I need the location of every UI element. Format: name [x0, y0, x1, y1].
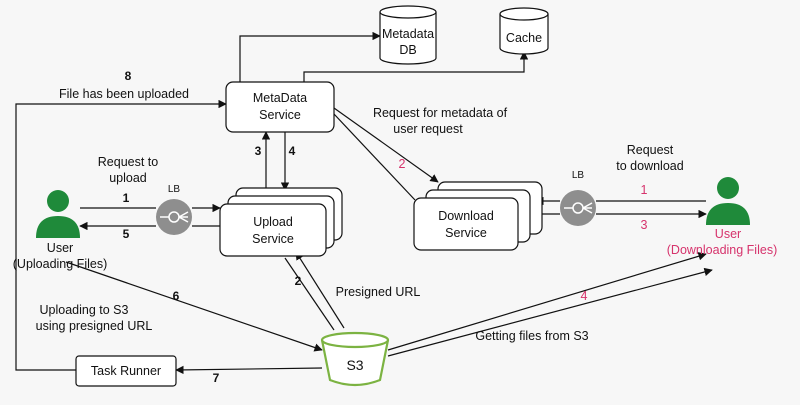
database-icon [499, 7, 549, 55]
download-service-label-line1: Download [438, 209, 494, 223]
edge-step-6 [65, 261, 323, 352]
upload-service-label-line2: Service [252, 232, 294, 246]
cache-node: Cache [499, 7, 549, 55]
step-2-meta: 2 [399, 157, 406, 171]
label-uploading-s3-line1: Uploading to S3 [40, 303, 129, 317]
user-icon [36, 190, 80, 238]
step-6: 6 [173, 289, 180, 303]
lb-right-label: LB [572, 170, 585, 181]
edge-step-7 [175, 365, 323, 375]
edge-step-2-meta [333, 107, 439, 183]
metadata-db-node: Metadata DB [379, 5, 437, 65]
label-request-metadata-line2: user request [393, 122, 463, 136]
user-icon [706, 177, 750, 225]
metadata-service-node: MetaData Service [225, 81, 335, 133]
download-service-label-line2: Service [445, 226, 487, 240]
lb-left-label: LB [168, 184, 181, 195]
user-uploading-label-line2: (Uploading Files) [13, 257, 107, 271]
label-request-upload-line1: Request to [98, 155, 159, 169]
upload-service-node: Upload Service [219, 187, 343, 257]
label-presigned-url: Presigned URL [336, 285, 421, 299]
user-downloading-label-line2: (Downloading Files) [667, 243, 777, 257]
user-downloading-node: User (Downloading Files) [667, 177, 777, 257]
database-icon [379, 5, 437, 65]
edge-step-2-s3 [295, 251, 345, 329]
upload-service-label-line1: Upload [253, 215, 293, 229]
s3-node: S3 [320, 331, 390, 387]
edge-step-4-right [387, 252, 707, 351]
metadata-service-label-line2: Service [259, 108, 301, 122]
load-balancer-icon [156, 199, 192, 235]
label-getting-files: Getting files from S3 [475, 329, 588, 343]
label-request-upload-line2: upload [109, 171, 147, 185]
task-runner-label: Task Runner [91, 364, 161, 378]
load-balancer-icon [560, 190, 596, 226]
label-request-metadata-line1: Request for metadata of [373, 106, 508, 120]
step-5: 5 [123, 227, 130, 241]
edge-step-8 [15, 99, 227, 371]
edge-meta-to-db [239, 31, 381, 82]
edge-s3-user-aux [387, 267, 713, 357]
task-runner-node: Task Runner [75, 355, 177, 387]
cache-label: Cache [506, 31, 542, 45]
metadata-service-label-line1: MetaData [253, 91, 307, 105]
user-downloading-label-line1: User [715, 227, 741, 241]
step-3: 3 [255, 144, 262, 158]
edge-meta-download-aux [333, 113, 416, 201]
edge-meta-to-cache [303, 51, 529, 82]
lb-left-node: LB [156, 184, 192, 235]
label-uploading-s3-line2: using presigned URL [36, 319, 153, 333]
edge-s3-upload-aux [284, 257, 335, 331]
step-8: 8 [125, 69, 132, 83]
label-request-download-line1: Request [627, 143, 674, 157]
label-file-uploaded: File has been uploaded [59, 87, 189, 101]
user-uploading-label-line1: User [47, 241, 73, 255]
lb-right-node: LB [560, 170, 596, 226]
s3-label: S3 [346, 357, 363, 373]
bucket-icon [320, 331, 390, 387]
step-7: 7 [213, 371, 220, 385]
metadata-db-label-line1: Metadata [382, 27, 434, 41]
step-3-right: 3 [641, 218, 648, 232]
user-uploading-node: User (Uploading Files) [13, 190, 107, 271]
label-request-download-line2: to download [616, 159, 683, 173]
metadata-db-label-line2: DB [399, 43, 416, 57]
step-4: 4 [289, 144, 296, 158]
step-1-left: 1 [123, 191, 130, 205]
step-2-s3: 2 [295, 274, 302, 288]
download-service-node: Download Service [413, 181, 543, 251]
step-4-right: 4 [581, 289, 588, 303]
step-1-right: 1 [641, 183, 648, 197]
